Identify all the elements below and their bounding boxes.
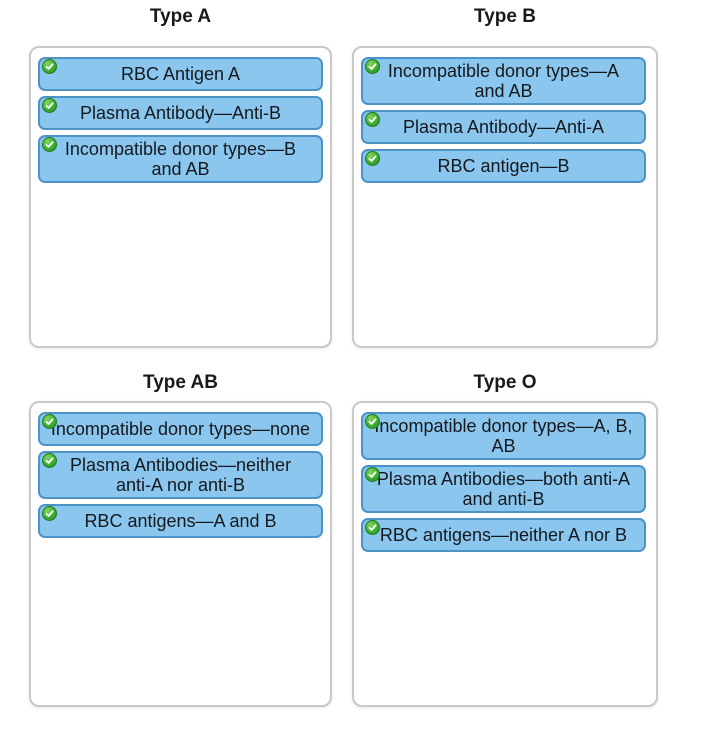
answer-card-label: Plasma Antibody—Anti-A [402, 117, 605, 137]
answer-card[interactable]: Incompatible donor types—B and AB [38, 135, 323, 183]
answer-card[interactable]: RBC antigens—A and B [38, 504, 323, 538]
answer-card-label: Incompatible donor types—A, B, AB [374, 416, 633, 456]
answer-card[interactable]: Incompatible donor types—none [38, 412, 323, 446]
answer-card-label: RBC antigen—B [437, 156, 570, 176]
answer-card[interactable]: Incompatible donor types—A, B, AB [361, 412, 646, 460]
answer-card-label: Incompatible donor types—B and AB [64, 139, 297, 179]
answer-card[interactable]: Plasma Antibody—Anti-A [361, 110, 646, 144]
correct-check-icon [365, 467, 380, 482]
correct-check-icon [42, 59, 57, 74]
correct-check-icon [365, 112, 380, 127]
answer-card-label: Plasma Antibody—Anti-B [79, 103, 282, 123]
correct-check-icon [365, 59, 380, 74]
correct-check-icon [365, 414, 380, 429]
correct-check-icon [42, 98, 57, 113]
answer-card-label: RBC antigens—A and B [84, 511, 277, 531]
answer-card-label: RBC antigens—neither A nor B [379, 525, 628, 545]
answer-card-label: Plasma Antibodies—neither anti-A nor ant… [69, 455, 292, 495]
answer-card-label: Incompatible donor types—none [50, 419, 311, 439]
answer-card-label: Incompatible donor types—A and AB [387, 61, 620, 101]
answer-card[interactable]: Plasma Antibody—Anti-B [38, 96, 323, 130]
correct-check-icon [365, 520, 380, 535]
answer-card[interactable]: Incompatible donor types—A and AB [361, 57, 646, 105]
dropzone-type-a[interactable]: RBC Antigen A Plasma Antibody—Anti-B Inc… [29, 46, 332, 348]
correct-check-icon [42, 414, 57, 429]
answer-card[interactable]: RBC Antigen A [38, 57, 323, 91]
correct-check-icon [365, 151, 380, 166]
answer-card-label: RBC Antigen A [120, 64, 241, 84]
correct-check-icon [42, 506, 57, 521]
answer-card[interactable]: Plasma Antibodies—neither anti-A nor ant… [38, 451, 323, 499]
category-title-type-o: Type O [473, 372, 537, 393]
correct-check-icon [42, 453, 57, 468]
dropzone-type-ab[interactable]: Incompatible donor types—none Plasma Ant… [29, 401, 332, 707]
answer-card[interactable]: Plasma Antibodies—both anti-A and anti-B [361, 465, 646, 513]
answer-card[interactable]: RBC antigens—neither A nor B [361, 518, 646, 552]
category-title-type-ab: Type AB [143, 372, 218, 393]
dropzone-type-b[interactable]: Incompatible donor types—A and AB Plasma… [352, 46, 658, 348]
answer-card-label: Plasma Antibodies—both anti-A and anti-B [376, 469, 631, 509]
answer-card[interactable]: RBC antigen—B [361, 149, 646, 183]
category-title-type-a: Type A [149, 6, 212, 27]
category-title-type-b: Type B [474, 6, 536, 27]
dropzone-type-o[interactable]: Incompatible donor types—A, B, AB Plasma… [352, 401, 658, 707]
correct-check-icon [42, 137, 57, 152]
